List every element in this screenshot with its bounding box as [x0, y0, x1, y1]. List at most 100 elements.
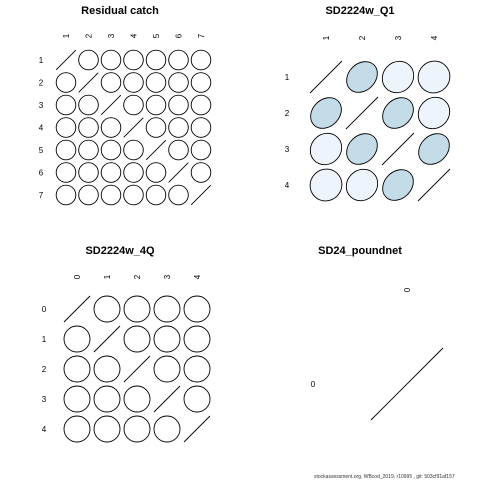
- column-label: 2: [85, 33, 94, 38]
- correlation-ellipse: [168, 72, 189, 93]
- panel-4: SD24_poundnet 0 0: [311, 245, 444, 421]
- diagonal-mark: [55, 49, 77, 71]
- correlation-ellipse: [190, 162, 212, 183]
- correlation-ellipse: [145, 49, 167, 71]
- correlation-ellipse: [153, 325, 181, 353]
- correlation-ellipse: [100, 139, 122, 161]
- correlation-ellipse: [145, 117, 167, 138]
- row-label: 4: [39, 124, 44, 133]
- correlation-ellipse: [168, 94, 189, 116]
- correlation-ellipse: [78, 162, 99, 183]
- diagonal-mark: [168, 162, 189, 183]
- column-label: 1: [322, 35, 331, 40]
- diagonal-mark: [145, 139, 167, 161]
- column-label: 2: [358, 35, 367, 40]
- diagonal-mark: [153, 385, 181, 413]
- row-label: 1: [42, 335, 47, 344]
- panel-title: SD2224w_4Q: [85, 245, 155, 257]
- diagonal-mark: [370, 347, 444, 421]
- correlation-ellipse: [123, 72, 144, 93]
- correlation-ellipse: [123, 94, 144, 116]
- correlation-ellipse: [123, 49, 144, 71]
- panel-title: SD2224w_Q1: [325, 5, 394, 17]
- correlation-ellipse: [55, 162, 77, 183]
- correlation-ellipse: [123, 162, 144, 183]
- correlation-ellipse: [123, 295, 151, 323]
- column-label: 0: [73, 274, 82, 279]
- correlation-ellipse: [63, 355, 91, 383]
- row-label: 0: [42, 305, 47, 314]
- correlation-ellipse: [145, 184, 167, 206]
- correlation-ellipse: [168, 49, 189, 71]
- correlation-ellipse: [93, 415, 121, 443]
- row-label: 5: [39, 146, 44, 155]
- row-label: 3: [285, 145, 290, 154]
- row-label: 0: [311, 380, 316, 389]
- diagonal-mark: [100, 94, 122, 116]
- correlation-ellipse: [78, 184, 99, 206]
- diagonal-mark: [93, 325, 121, 353]
- correlation-ellipse: [123, 385, 151, 413]
- correlation-ellipse: [145, 72, 167, 93]
- diagonal-mark: [417, 168, 451, 202]
- correlation-ellipse: [123, 415, 151, 443]
- row-label: 4: [42, 425, 47, 434]
- diagonal-mark: [183, 415, 211, 443]
- correlation-ellipse: [63, 325, 91, 353]
- correlation-ellipse: [190, 139, 212, 161]
- panel-title: SD24_poundnet: [318, 245, 402, 257]
- row-label: 3: [42, 395, 47, 404]
- correlation-ellipse: [346, 61, 378, 93]
- correlation-ellipse: [55, 94, 77, 116]
- correlation-ellipse: [100, 49, 122, 71]
- correlation-ellipse: [417, 96, 451, 130]
- correlation-ellipse: [381, 60, 415, 94]
- correlation-ellipse: [55, 184, 77, 206]
- correlation-ellipse: [78, 94, 99, 116]
- row-label: 3: [39, 101, 44, 110]
- correlation-ellipse: [183, 385, 211, 413]
- correlation-ellipse: [145, 94, 167, 116]
- correlation-ellipse: [93, 355, 121, 383]
- correlation-ellipse: [190, 94, 212, 116]
- row-label: 2: [42, 365, 47, 374]
- panel-title: Residual catch: [81, 5, 159, 17]
- column-label: 1: [62, 33, 71, 38]
- correlation-ellipse: [190, 72, 212, 93]
- column-label: 4: [430, 35, 439, 40]
- correlation-ellipse: [145, 162, 167, 183]
- correlation-ellipse: [417, 60, 451, 94]
- correlation-ellipse: [100, 117, 122, 138]
- correlation-ellipse: [382, 97, 414, 129]
- column-label: 3: [107, 33, 116, 38]
- column-label: 1: [103, 274, 112, 279]
- correlation-ellipse: [78, 139, 99, 161]
- correlation-ellipse: [100, 162, 122, 183]
- correlation-ellipse: [153, 355, 181, 383]
- correlation-ellipse: [309, 168, 343, 202]
- correlation-ellipse: [346, 133, 378, 165]
- correlation-ellipse: [153, 415, 181, 443]
- correlation-ellipse: [78, 117, 99, 138]
- correlation-ellipse: [153, 295, 181, 323]
- column-label: 4: [130, 33, 139, 38]
- diagonal-mark: [78, 72, 99, 93]
- diagonal-mark: [123, 355, 151, 383]
- column-label: 3: [163, 274, 172, 279]
- correlation-ellipse: [93, 385, 121, 413]
- correlation-ellipse: [309, 132, 343, 166]
- column-label: 3: [394, 35, 403, 40]
- correlation-ellipse: [183, 295, 211, 323]
- diagonal-mark: [381, 132, 415, 166]
- row-label: 6: [39, 169, 44, 178]
- column-label: 4: [193, 274, 202, 279]
- column-label: 0: [403, 287, 412, 292]
- correlation-ellipse: [418, 133, 450, 165]
- correlation-ellipse: [78, 49, 99, 71]
- column-label: 6: [175, 33, 184, 38]
- diagonal-mark: [190, 184, 212, 206]
